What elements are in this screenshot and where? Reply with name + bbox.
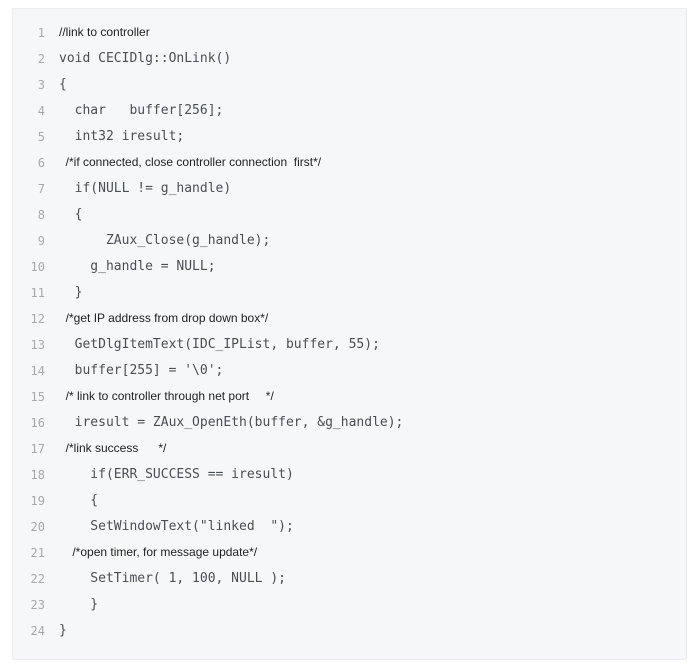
code-text: if(ERR_SUCCESS == iresult)	[59, 467, 294, 482]
line-number: 1	[37, 26, 45, 40]
code-text: void CECIDlg::OnLink()	[59, 51, 232, 66]
line-number: 4	[37, 104, 45, 118]
line-number: 21	[30, 546, 45, 560]
line-number: 23	[30, 598, 45, 612]
code-text: {	[59, 207, 83, 222]
code-text: SetTimer( 1, 100, NULL );	[59, 571, 286, 586]
code-text: }	[59, 623, 67, 638]
code-comment: /*get IP address from drop down box*/	[59, 311, 269, 325]
code-line: 10 g_handle = NULL;	[13, 255, 673, 281]
line-number: 16	[30, 416, 45, 430]
line-number: 8	[37, 208, 45, 222]
code-line: 13 GetDlgItemText(IDC_IPList, buffer, 55…	[13, 333, 673, 359]
code-text: if(NULL != g_handle)	[59, 181, 232, 196]
line-number: 9	[37, 234, 45, 248]
code-line: 14 buffer[255] = '\0';	[13, 359, 673, 385]
code-comment: /*link success */	[59, 441, 167, 455]
code-comment: /*open timer, for message update*/	[59, 545, 258, 559]
code-line: 4 char buffer[256];	[13, 99, 673, 125]
code-text: buffer[255] = '\0';	[59, 363, 224, 378]
line-number: 13	[30, 338, 45, 352]
code-text: g_handle = NULL;	[59, 259, 216, 274]
code-text: {	[59, 493, 99, 508]
line-number: 6	[37, 156, 45, 170]
code-comment: /*if connected, close controller connect…	[59, 155, 322, 169]
code-line: 2 void CECIDlg::OnLink()	[13, 47, 673, 73]
line-number: 20	[30, 520, 45, 534]
line-number: 24	[30, 624, 45, 638]
code-line: 17 /*link success */	[13, 437, 673, 463]
code-comment: //link to controller	[59, 25, 150, 39]
code-text: GetDlgItemText(IDC_IPList, buffer, 55);	[59, 337, 380, 352]
code-line: 22 SetTimer( 1, 100, NULL );	[13, 567, 673, 593]
line-number: 22	[30, 572, 45, 586]
code-line: 8 {	[13, 203, 673, 229]
code-line: 1 //link to controller	[13, 21, 673, 47]
line-number: 5	[37, 130, 45, 144]
line-number: 3	[37, 78, 45, 92]
line-number: 7	[37, 182, 45, 196]
line-number: 17	[30, 442, 45, 456]
code-line: 5 int32 iresult;	[13, 125, 673, 151]
code-line: 21 /*open timer, for message update*/	[13, 541, 673, 567]
line-number: 11	[30, 286, 45, 300]
code-line: 3{	[13, 73, 673, 99]
code-line: 11 }	[13, 281, 673, 307]
code-line: 23 }	[13, 593, 673, 619]
code-line: 19 {	[13, 489, 673, 515]
code-text: int32 iresult;	[59, 129, 185, 144]
code-line: 20 SetWindowText("linked ");	[13, 515, 673, 541]
code-line: 18 if(ERR_SUCCESS == iresult)	[13, 463, 673, 489]
line-number: 18	[30, 468, 45, 482]
code-text: SetWindowText("linked ");	[59, 519, 294, 534]
code-line: 7 if(NULL != g_handle)	[13, 177, 673, 203]
code-text: }	[59, 285, 83, 300]
line-number: 14	[30, 364, 45, 378]
code-line: 24}	[13, 619, 673, 645]
line-number: 15	[30, 390, 45, 404]
line-number: 2	[37, 52, 45, 66]
code-line: 6 /*if connected, close controller conne…	[13, 151, 673, 177]
code-line: 9 ZAux_Close(g_handle);	[13, 229, 673, 255]
code-text: {	[59, 77, 67, 92]
line-number: 19	[30, 494, 45, 508]
line-number: 10	[30, 260, 45, 274]
code-text: char buffer[256];	[59, 103, 224, 118]
code-text: iresult = ZAux_OpenEth(buffer, &g_handle…	[59, 415, 404, 430]
code-line: 16 iresult = ZAux_OpenEth(buffer, &g_han…	[13, 411, 673, 437]
code-line: 12 /*get IP address from drop down box*/	[13, 307, 673, 333]
code-text: ZAux_Close(g_handle);	[59, 233, 271, 248]
code-comment: /* link to controller through net port *…	[59, 389, 274, 403]
code-text: }	[59, 597, 99, 612]
line-number: 12	[30, 312, 45, 326]
code-line: 15 /* link to controller through net por…	[13, 385, 673, 411]
